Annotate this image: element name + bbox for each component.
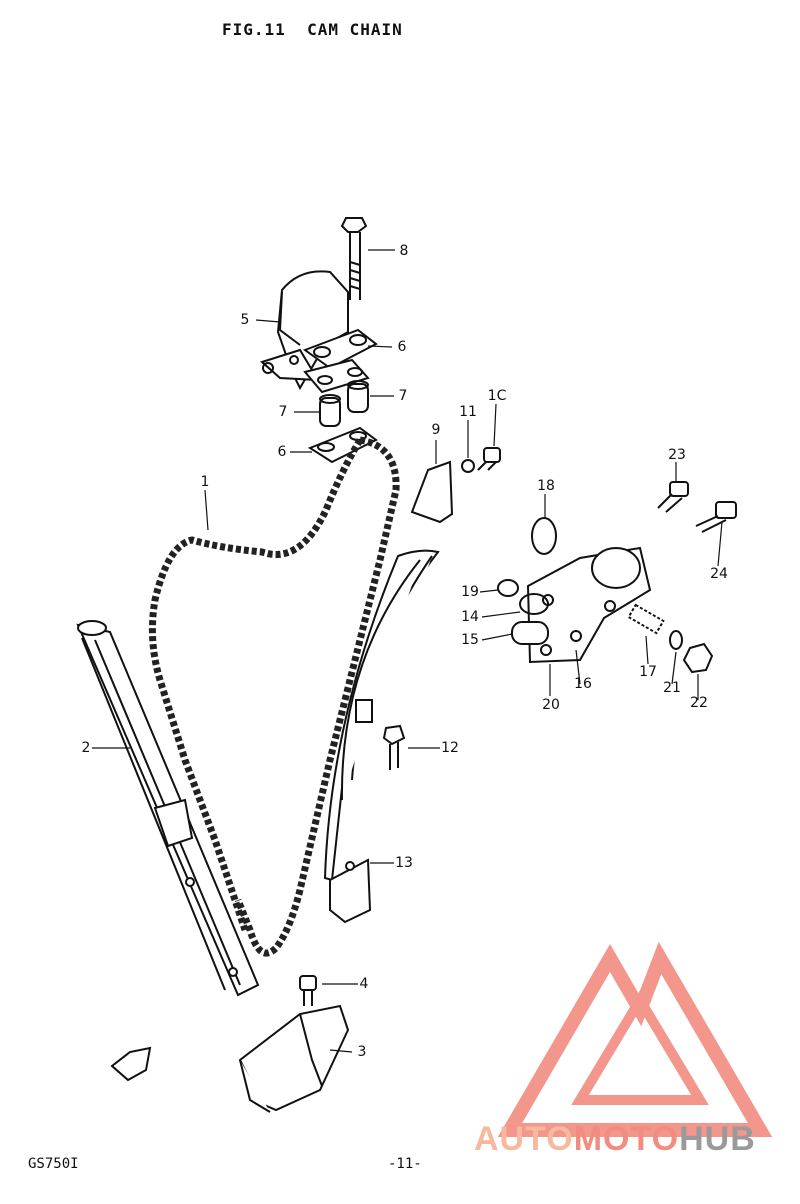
bolt-10: [477, 447, 501, 471]
o-ring-20: [531, 517, 557, 555]
part-label-5: 5: [240, 312, 250, 328]
spring-17: [627, 603, 665, 635]
bolt-8: [340, 217, 368, 300]
part-label-21: 19: [461, 584, 479, 600]
watermark-moto: MOTO: [573, 1120, 680, 1158]
part-label-9: 9: [431, 422, 441, 438]
part-label-11: 11: [459, 404, 477, 420]
part-label-23: 23: [668, 447, 686, 463]
part-label-8: 8: [399, 243, 409, 259]
watermark-text: AUTOMOTOHUB: [474, 1120, 756, 1159]
tensioner-body-14: [526, 546, 652, 664]
part-label-6-upper: 6: [397, 339, 407, 355]
watermark-auto: AUTO: [474, 1120, 574, 1158]
lower-guide-3: [238, 1004, 350, 1113]
part-21: [497, 579, 519, 597]
part-label-15: 15: [461, 632, 479, 648]
bracket-6-upper: [302, 328, 378, 394]
part-label-4: 4: [359, 976, 369, 992]
bolt-23: [657, 481, 689, 513]
part-label-7-right: 7: [398, 388, 408, 404]
chain-guide-2: [76, 620, 260, 997]
part-label-17: 17: [639, 664, 657, 680]
figure-title: FIG.11 CAM CHAIN: [222, 20, 403, 39]
part-label-13: 12: [441, 740, 459, 756]
bracket-6-lower: [307, 426, 378, 464]
part-label-20: 18: [537, 478, 555, 494]
part-label-12: 13: [395, 855, 413, 871]
part-label-19: 22: [690, 695, 708, 711]
part-label-2: 2: [81, 740, 91, 756]
part-label-14: 16: [574, 676, 592, 692]
part-label-1: 1: [200, 474, 210, 490]
dampers-7: [319, 380, 369, 427]
part-label-7-left: 7: [278, 404, 288, 420]
pad-9: [410, 460, 454, 524]
cam-chain-1: [148, 436, 400, 957]
part-label-16: 14: [461, 609, 479, 625]
washer-18: [669, 630, 683, 650]
part-label-10: 1C: [487, 388, 507, 404]
part-label-24: 24: [710, 566, 728, 582]
bolt-13: [382, 724, 406, 770]
part-label-22: 20: [542, 697, 560, 713]
front-arrow-icon: [110, 1046, 152, 1082]
top-guide-5: [260, 270, 349, 391]
part-label-18: 21: [663, 680, 681, 696]
bolt-4: [299, 975, 317, 1006]
watermark-hub: HUB: [679, 1120, 756, 1158]
tensioner-guide-12: [323, 549, 440, 924]
nut-19: [682, 642, 714, 674]
part-16: [519, 593, 549, 615]
part-label-3: 3: [357, 1044, 367, 1060]
plunger-15: [511, 621, 549, 645]
automotohub-logo-icon: [497, 941, 773, 1137]
model-code: GS750I: [28, 1156, 79, 1172]
bolt-24: [695, 501, 737, 533]
washer-11: [461, 459, 475, 473]
page-number: -11-: [388, 1156, 422, 1172]
part-label-6-lower: 6: [277, 444, 287, 460]
